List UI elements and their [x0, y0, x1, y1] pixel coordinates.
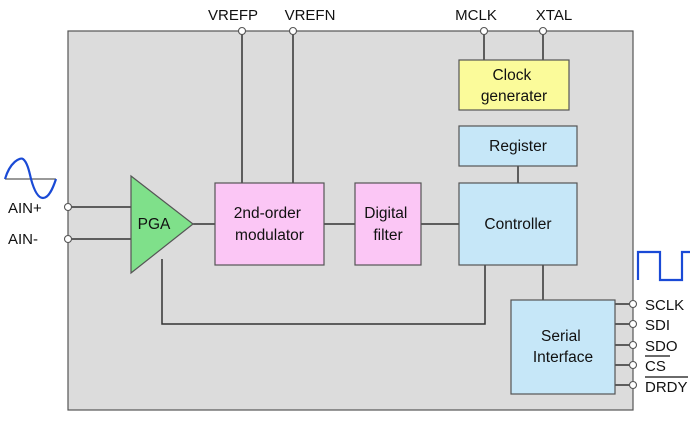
controller-label: Controller [484, 216, 551, 233]
pin-label-ain-minus: AIN- [8, 231, 38, 248]
digital-filter-label-line-1: Digital [364, 205, 407, 222]
sine-wave-icon [3, 157, 58, 200]
pin-sdi [628, 319, 638, 329]
clock-generator-block [458, 59, 570, 111]
clock-generator-label-line-2: generater [481, 88, 547, 105]
pin-label-ain-plus: AIN+ [8, 200, 42, 217]
register-block [458, 125, 578, 167]
pin-mclk [479, 26, 489, 36]
modulator-label: 2nd-order modulator [234, 205, 306, 244]
clock-generator-label: Clock generater [481, 67, 547, 105]
register-label: Register [489, 138, 547, 155]
pin-label-cs: CS [645, 358, 666, 375]
pin-label-sdo: SDO [645, 338, 678, 355]
pin-vrefp [237, 26, 247, 36]
square-wave-icon [636, 250, 690, 282]
pga-amplifier [130, 174, 194, 275]
serial-interface-label-line-1: Serial [541, 328, 581, 345]
controller-block [458, 182, 578, 266]
modulator-label-line-1: 2nd-order [234, 205, 301, 222]
pin-xtal [538, 26, 548, 36]
pga-label: PGA [138, 216, 171, 233]
serial-interface-label-line-2: Interface [533, 349, 593, 366]
pin-label-vrefn: VREFN [285, 7, 336, 24]
pin-vrefn [288, 26, 298, 36]
pin-drdy [628, 380, 638, 390]
pin-label-xtal: XTAL [536, 7, 572, 24]
digital-filter-block [354, 182, 422, 266]
serial-interface-block [510, 299, 616, 395]
serial-interface-label: Serial Interface [533, 328, 593, 366]
pin-label-sdi: SDI [645, 317, 670, 334]
pin-label-vrefp: VREFP [208, 7, 258, 24]
pin-label-sclk: SCLK [645, 297, 684, 314]
pin-ain-plus [63, 202, 73, 212]
digital-filter-label-line-2: filter [373, 227, 402, 244]
pin-label-mclk: MCLK [455, 7, 497, 24]
digital-filter-label: Digital filter [364, 205, 411, 244]
modulator-label-line-2: modulator [235, 227, 304, 244]
pin-cs [628, 360, 638, 370]
pin-label-drdy: DRDY [645, 379, 688, 396]
pin-sdo [628, 340, 638, 350]
clock-generator-label-line-1: Clock [492, 67, 531, 84]
modulator-block [214, 182, 325, 266]
pin-sclk [628, 299, 638, 309]
pin-ain-minus [63, 234, 73, 244]
